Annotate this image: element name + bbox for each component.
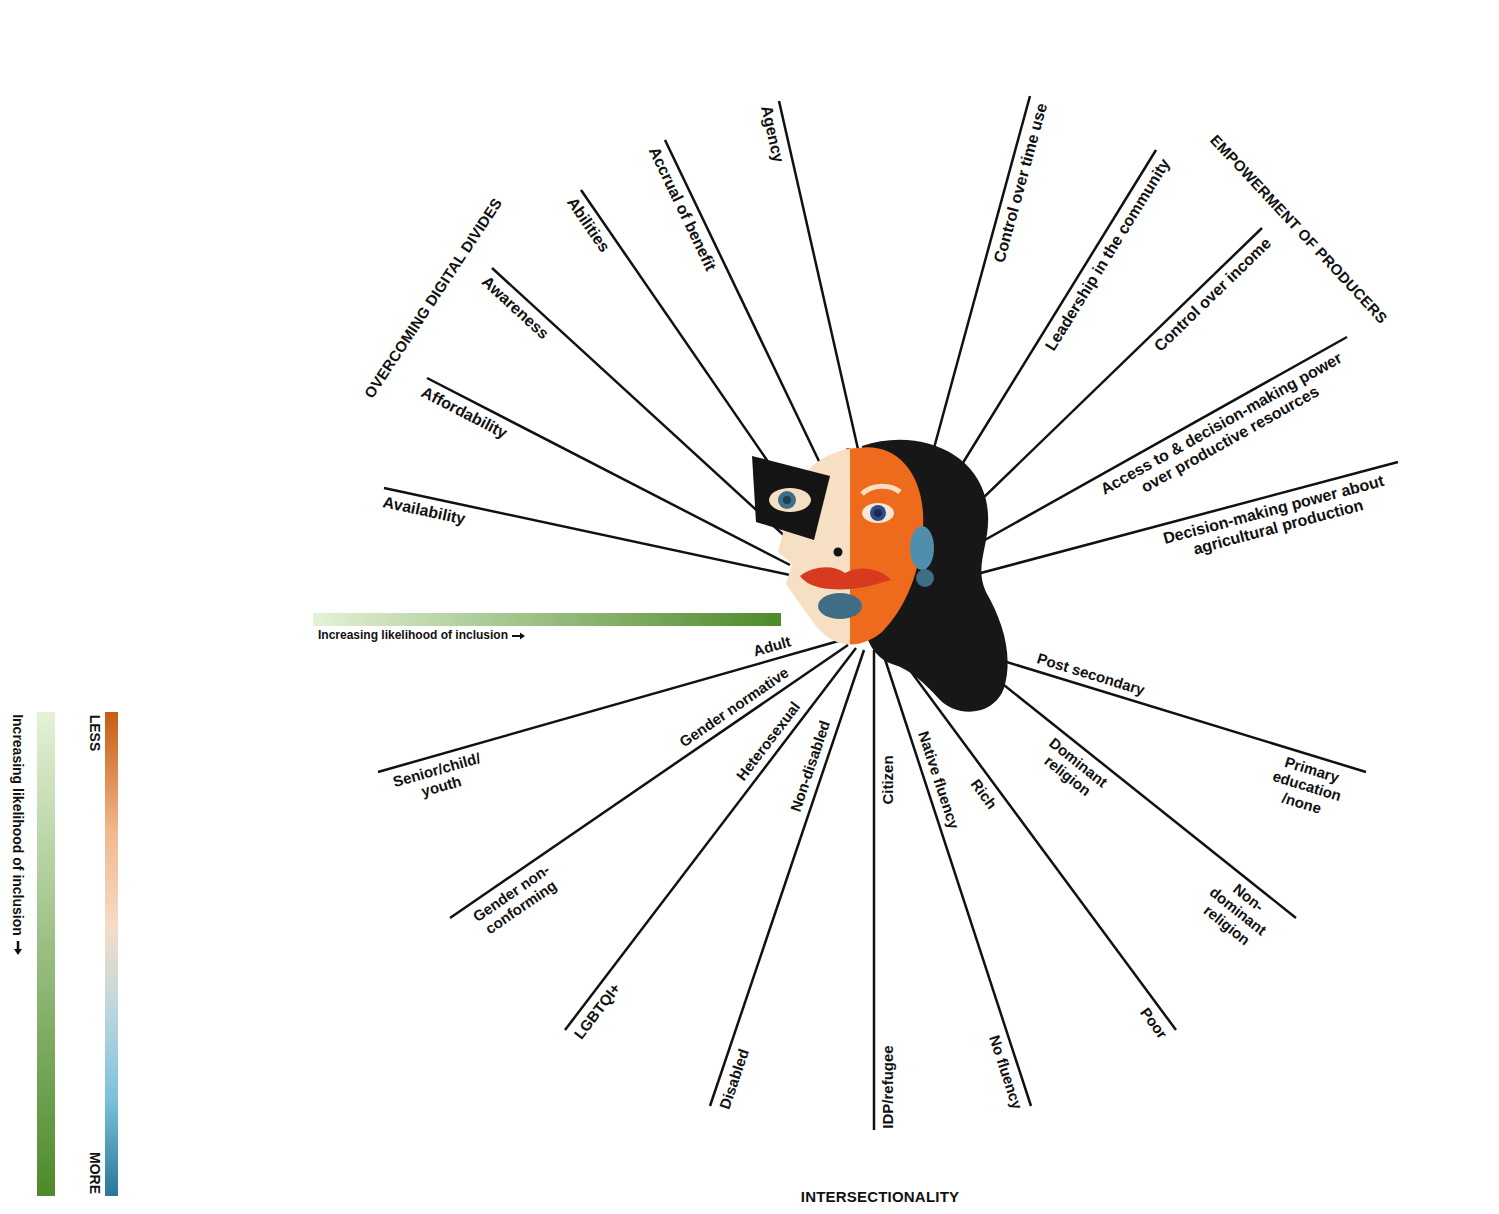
spoke [960,650,1296,918]
spoke-label: Senior/child/ youth [381,746,496,809]
face-illustration [752,440,1008,712]
nostril [834,548,843,557]
spoke [940,150,1156,500]
brow [862,486,900,494]
section-heading: EMPOWERMENT OF PRODUCERS [1207,131,1391,327]
ear [910,526,934,570]
spoke [873,650,876,1130]
spoke-label: Control over income [1151,234,1276,355]
spoke [492,268,800,550]
band-outline [910,34,1468,592]
spoke [882,650,1031,1106]
earring [916,569,934,587]
spoke [378,640,842,772]
spoke-label: IDP/refugee [879,1045,896,1128]
spoke [384,488,790,575]
spoke-label: Poor [1137,1004,1171,1042]
legend-text: MORE [87,1152,103,1194]
band-outline [315,628,1471,1206]
pupil [874,509,882,517]
arrow-shaft [512,635,521,637]
spoke-label: Native fluency [915,729,963,831]
spoke-label: Abilities [563,194,613,256]
chin [818,593,862,619]
spoke-label: Dominant religion [1025,726,1121,812]
eye [862,503,894,523]
legend-text: LESS [87,714,103,751]
spoke [779,101,865,480]
spoke-label: LGBTQI+ [570,979,623,1041]
spoke-label: Awareness [478,273,553,343]
spoke-label: No fluency [985,1033,1025,1111]
spoke [565,648,856,1030]
spoke-label: Decision-making power about agricultural… [1144,467,1407,570]
section-heading: OVERCOMING DIGITAL DIVIDES [361,195,506,402]
spoke-label: Adult [751,632,793,659]
scale-label: Increasing likelihood of inclusion [318,629,508,643]
spoke-label: Non-disabled [787,719,834,815]
pupil [783,496,791,504]
spoke-label: Agency [757,104,788,164]
iris [870,505,886,521]
legend-text: Increasing likelihood of inclusion [10,714,26,936]
spoke-label: Non- dominant religion [1185,862,1292,962]
outer-ring [288,5,1498,1214]
spoke-label: Citizen [879,755,896,804]
spoke-label: Post secondary [1035,649,1147,698]
spoke [665,140,840,505]
spoke-label: Leadership in the community [1041,156,1173,355]
spoke-label: Affordability [418,383,510,442]
spoke [895,650,1176,1030]
inclusion-scale-bar [37,712,55,1196]
arrow-shaft [17,941,20,950]
spoke [928,96,1030,470]
less-more-scale-bar [105,712,118,1196]
spokes [378,96,1398,1130]
spoke-label: Rich [968,775,1001,811]
section-heading: INTERSECTIONALITY [801,1188,959,1205]
eye-mask [752,456,830,540]
arrow-head [14,949,22,955]
spoke [427,378,790,565]
spoke-label: Primary education /none [1252,747,1363,826]
lips [800,567,891,589]
iris [778,491,796,509]
spoke-label: Disabled [715,1046,751,1111]
arrow-head [520,633,525,640]
band-outline [319,34,877,592]
eye [769,488,811,512]
inclusion-bar [313,613,781,626]
spoke [710,650,864,1106]
spoke-label: Accrual of benefit [645,144,720,274]
spoke-label: Availability [381,493,467,529]
spoke-label: Control over time use [990,101,1051,265]
spoke-label: Gender non-conforming [455,850,578,949]
